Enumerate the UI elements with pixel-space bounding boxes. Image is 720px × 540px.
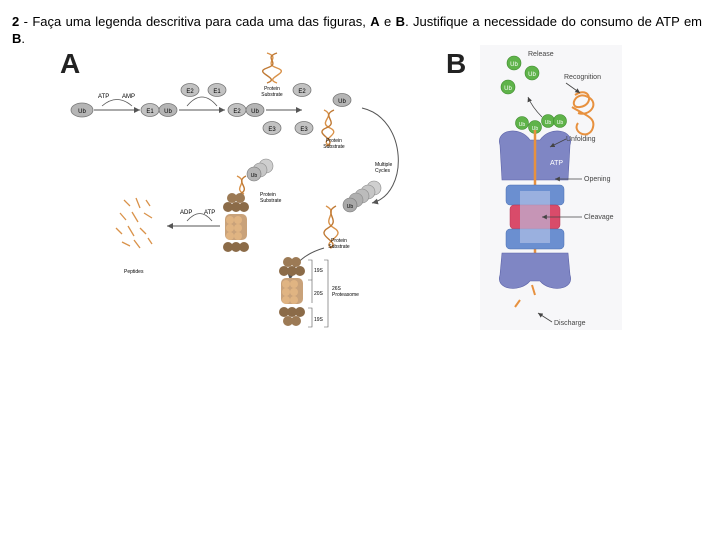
- e1-label: E1: [213, 89, 221, 95]
- e2-ub-complex: E2 Ub: [227, 103, 265, 117]
- e2-label: E2: [298, 89, 306, 95]
- label-20s: 20S: [314, 291, 324, 297]
- recognition-arrow: [565, 82, 581, 94]
- ubiquitinated-substrate: Ub: [321, 93, 352, 147]
- question-text: 2 - Faça uma legenda descritiva para cad…: [12, 13, 702, 47]
- ub-label: Ub: [504, 86, 512, 92]
- released-ubiquitin: Ub Ub Ub: [500, 55, 540, 95]
- bound-ubiquitin: Ub Ub Ub Ub: [515, 114, 567, 134]
- panel-label-a: A: [60, 48, 81, 79]
- bracket-19s-bottom: [308, 307, 313, 328]
- ub-label: Ub: [510, 62, 518, 68]
- polyubiquitin-chain-left: Ub: [236, 158, 274, 195]
- regulatory-lid-bottom: [499, 252, 571, 289]
- atp-label: ATP: [550, 160, 563, 167]
- atp-amp-curve: [101, 99, 133, 107]
- e2-label: E2: [186, 89, 194, 95]
- ub-label: Ub: [532, 126, 539, 132]
- release-label: Release: [528, 51, 554, 58]
- e2-e3-complex: E2 E3 E3: [262, 83, 314, 135]
- multiple-cycles-arrow: [361, 107, 399, 205]
- discharge-label: Discharge: [554, 320, 586, 327]
- e3-label: E3: [300, 127, 308, 133]
- question-label-b2: B: [12, 31, 22, 46]
- ub-label: Ub: [528, 72, 536, 78]
- ub-label: Ub: [251, 109, 259, 115]
- proteasome-26s: [279, 257, 305, 326]
- peptides-label: Peptides: [124, 269, 144, 275]
- amp-label: AMP: [122, 94, 135, 100]
- ub-label: Ub: [164, 109, 172, 115]
- ub-label: Ub: [519, 122, 526, 128]
- e1-ub-complex: E1 Ub: [140, 103, 178, 117]
- question-text-part2: e: [379, 14, 396, 29]
- cleavage-label: Cleavage: [584, 214, 614, 221]
- release-arrow: [527, 96, 543, 118]
- e2-label: E2: [233, 109, 241, 115]
- discharged-peptides: [514, 284, 536, 308]
- question-number: 2: [12, 14, 20, 29]
- e2-e1-pair: E2 E1: [180, 83, 227, 97]
- opening-label: Opening: [584, 176, 611, 183]
- question-text-part3: . Justifique a necessidade do consumo de…: [405, 14, 703, 29]
- atp-adp-curve: [186, 213, 213, 222]
- e2-e1-curve: [186, 96, 218, 107]
- figure-b-proteasome-mechanism: Ub Ub Ub Release Recognition Ub Ub Ub Ub…: [480, 45, 622, 330]
- ub-label: Ub: [557, 120, 564, 126]
- ub-label: Ub: [545, 120, 552, 126]
- core-particle-20s: [505, 184, 565, 250]
- recognition-label: Recognition: [564, 74, 601, 81]
- to-proteasome-arrow: [287, 247, 325, 281]
- peptide-fragments: [115, 197, 153, 249]
- unfolding-arrow: [549, 138, 567, 148]
- question-text-end: .: [21, 31, 26, 46]
- question-label-b: B: [395, 14, 406, 29]
- discharge-arrow: [537, 312, 553, 323]
- protein-substrate-coil: [262, 52, 282, 84]
- bracket-19s-top: [308, 259, 313, 280]
- label-19s-bottom: 19S: [314, 317, 324, 323]
- atp-label: ATP: [98, 94, 109, 100]
- unfolding-label: Unfolding: [566, 136, 596, 143]
- question-label-a: A: [370, 14, 380, 29]
- polyubiquitin-chain-right: Ub: [323, 180, 382, 249]
- substrate-coil: [571, 91, 595, 136]
- e3-label: E3: [268, 127, 276, 133]
- ub-label: Ub: [78, 109, 86, 115]
- ub-label: Ub: [251, 173, 258, 179]
- panel-label-b: B: [446, 48, 467, 79]
- ub-label: Ub: [347, 204, 354, 210]
- e1-label: E1: [146, 109, 154, 115]
- question-text-part1: - Faça uma legenda descritiva para cada …: [19, 14, 371, 29]
- ub-label: Ub: [338, 99, 346, 105]
- bracket-26s: [324, 259, 329, 328]
- bracket-20s: [308, 279, 313, 303]
- ub-molecule: Ub: [70, 102, 94, 118]
- proteasome-with-substrate: [223, 193, 249, 252]
- atp-label-2: ATP: [204, 210, 215, 216]
- adp-label: ADP: [180, 210, 192, 216]
- label-19s-top: 19S: [314, 268, 324, 274]
